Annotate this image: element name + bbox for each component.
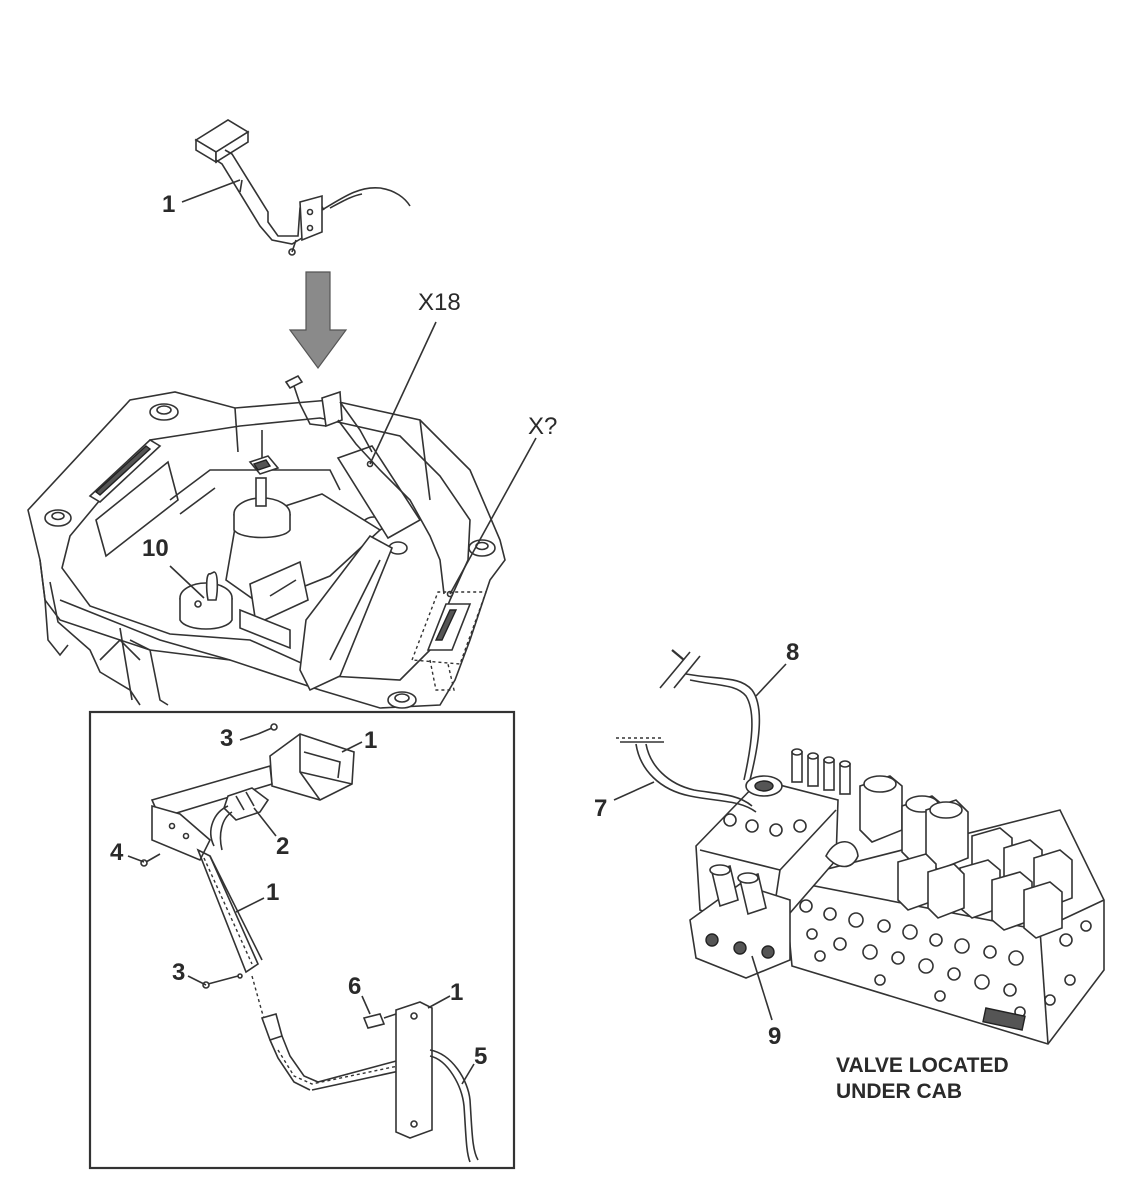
callout-3b: 3	[172, 959, 185, 986]
leader-xq	[449, 437, 537, 595]
valve-ports	[799, 899, 1092, 1018]
callout-1-top: 1	[162, 191, 175, 218]
callout-x18: X18	[418, 289, 461, 316]
leader-1a	[341, 741, 363, 753]
leader-1b	[235, 897, 265, 913]
callout-4: 4	[110, 839, 124, 866]
leader-9	[751, 955, 773, 1021]
leader-4	[127, 855, 145, 863]
leader-3a	[239, 733, 259, 741]
valve-location-note-line2: UNDER CAB	[836, 1080, 962, 1103]
leader-8	[755, 663, 787, 697]
callout-1b: 1	[266, 879, 279, 906]
leader-5	[461, 1063, 475, 1085]
leader-x18	[369, 321, 437, 465]
leader-3b	[187, 975, 207, 986]
callout-5: 5	[474, 1043, 487, 1070]
pedal-assembly-top	[194, 119, 411, 256]
callout-1c: 1	[450, 979, 463, 1006]
leader-10	[169, 565, 205, 599]
leader-top-1	[181, 179, 241, 203]
callout-xq: X?	[528, 413, 557, 440]
valve-caps	[791, 748, 851, 795]
down-arrow-icon	[288, 271, 348, 370]
callout-2: 2	[276, 833, 289, 860]
callout-7: 7	[594, 795, 607, 822]
cab-floor-assembly	[27, 374, 506, 709]
leader-6	[361, 995, 371, 1015]
leader-2	[253, 807, 277, 837]
pedal-detail	[140, 723, 479, 1163]
callout-10: 10	[142, 535, 169, 562]
valve-location-note-line1: VALVE LOCATED	[836, 1054, 1009, 1077]
solenoid-coils	[859, 775, 1073, 939]
callout-8: 8	[786, 639, 799, 666]
leader-1c	[427, 995, 451, 1009]
valve-assembly	[616, 649, 1105, 1045]
callout-9: 9	[768, 1023, 781, 1050]
callout-1a: 1	[364, 727, 377, 754]
callout-6: 6	[348, 973, 361, 1000]
callout-3a: 3	[220, 725, 233, 752]
leader-7	[613, 781, 655, 801]
